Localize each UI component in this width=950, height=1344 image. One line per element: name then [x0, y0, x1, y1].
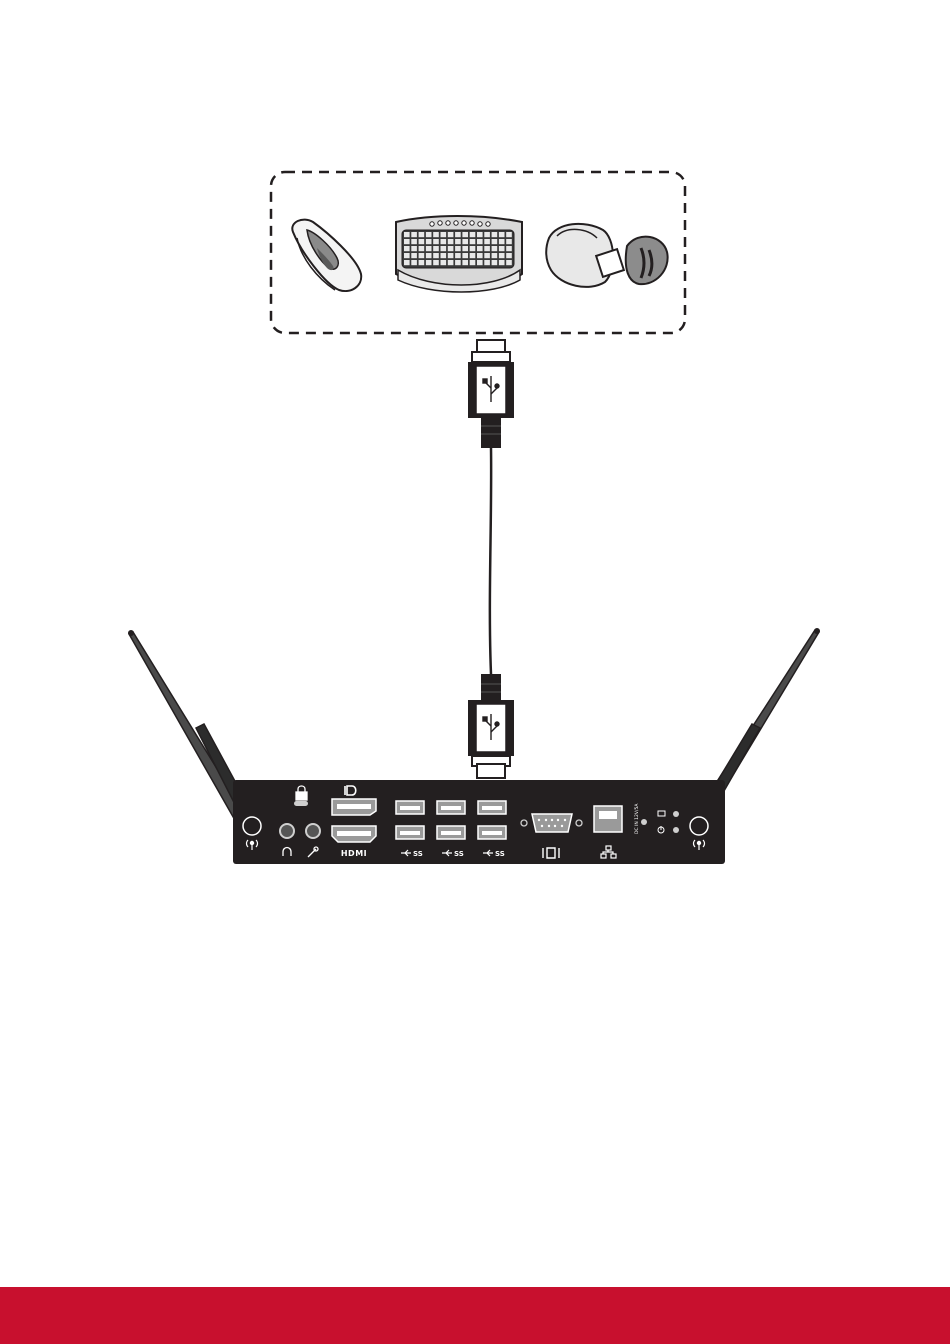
usb-ss-label: SS [454, 850, 464, 858]
keyboard-key [419, 232, 425, 237]
keyboard-key [484, 253, 490, 258]
footer-bar [0, 1287, 950, 1344]
keyboard-key [470, 253, 476, 258]
antenna-base-right [690, 817, 708, 835]
usb-plug-icon-bottom [468, 674, 514, 778]
keyboard-key [470, 239, 476, 244]
keyboard-key [426, 246, 432, 251]
keyboard-key [506, 260, 512, 265]
keyboard-key [448, 253, 454, 258]
keyboard-key [455, 246, 461, 251]
usb-ss-label: SS [413, 850, 423, 858]
keyboard-key [462, 232, 468, 237]
keyboard-key [470, 232, 476, 237]
keyboard-key [462, 239, 468, 244]
keyboard-key [419, 253, 425, 258]
keyboard-key [411, 253, 417, 258]
usb-dongle-icon [546, 224, 667, 287]
keyboard-key [477, 232, 483, 237]
keyboard-key [499, 232, 505, 237]
dc-in-label: DC IN 12V/5A [634, 803, 640, 834]
keyboard-key [448, 246, 454, 251]
keyboard-key [404, 246, 410, 251]
usb-ss-label: SS [495, 850, 505, 858]
keyboard-key [441, 246, 447, 251]
keyboard-key [433, 260, 439, 265]
keyboard-key [484, 232, 490, 237]
keyboard-key [411, 260, 417, 265]
keyboard-key [492, 232, 498, 237]
keyboard-key [506, 232, 512, 237]
keyboard-key [419, 260, 425, 265]
keyboard-icon [396, 216, 522, 292]
keyboard-key [477, 260, 483, 265]
keyboard-key [441, 239, 447, 244]
keyboard-key [404, 253, 410, 258]
microphone-jack [306, 824, 320, 838]
keyboard-key [455, 232, 461, 237]
keyboard-key [484, 260, 490, 265]
keyboard-key [477, 246, 483, 251]
keyboard-key [492, 253, 498, 258]
keyboard-key [499, 239, 505, 244]
keyboard-key [448, 232, 454, 237]
usb-plug-icon-top [468, 340, 514, 448]
keyboard-key [506, 246, 512, 251]
keyboard-key [455, 260, 461, 265]
keyboard-key [470, 246, 476, 251]
keyboard-key [448, 260, 454, 265]
keyboard-key [411, 239, 417, 244]
antenna-base-left [243, 817, 261, 835]
usb-cable [490, 448, 491, 674]
keyboard-key [404, 232, 410, 237]
keyboard-key [441, 260, 447, 265]
keyboard-key [477, 239, 483, 244]
keyboard-key [404, 239, 410, 244]
keyboard-key [462, 260, 468, 265]
keyboard-key [411, 246, 417, 251]
keyboard-key [419, 246, 425, 251]
keyboard-key [433, 239, 439, 244]
keyboard-key [499, 253, 505, 258]
keyboard-key [499, 260, 505, 265]
keyboard-key [455, 239, 461, 244]
keyboard-key [484, 246, 490, 251]
keyboard-key [426, 253, 432, 258]
keyboard-key [506, 253, 512, 258]
keyboard-key [492, 260, 498, 265]
keyboard-key [448, 239, 454, 244]
keyboard-key [426, 232, 432, 237]
mouse-icon [292, 220, 361, 291]
keyboard-key [477, 253, 483, 258]
headphone-jack [280, 824, 294, 838]
keyboard-key [404, 260, 410, 265]
keyboard-key [433, 246, 439, 251]
connection-diagram: HDMI SS SS SS [0, 0, 950, 1285]
keyboard-key [499, 246, 505, 251]
keyboard-key [455, 253, 461, 258]
keyboard-key [441, 253, 447, 258]
keyboard-key [433, 253, 439, 258]
mini-pc-device: HDMI SS SS SS [233, 780, 725, 864]
hdmi-label: HDMI [341, 849, 367, 858]
keyboard-key [506, 239, 512, 244]
keyboard-key [441, 232, 447, 237]
keyboard-key [433, 232, 439, 237]
keyboard-key [462, 253, 468, 258]
serial-port-icon [532, 814, 572, 832]
keyboard-key [426, 260, 432, 265]
keyboard-key [411, 232, 417, 237]
keyboard-key [470, 260, 476, 265]
keyboard-key [484, 239, 490, 244]
keyboard-key [492, 246, 498, 251]
lock-slot [294, 801, 308, 806]
keyboard-key [462, 246, 468, 251]
keyboard-key [419, 239, 425, 244]
keyboard-key [426, 239, 432, 244]
keyboard-key [492, 239, 498, 244]
